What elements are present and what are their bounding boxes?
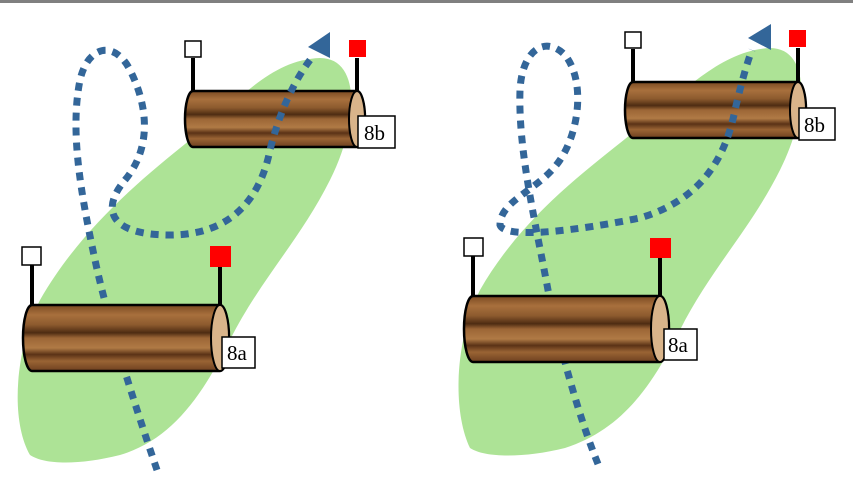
white-flag — [624, 31, 642, 49]
arrow-head-icon — [748, 24, 771, 50]
panel-left: 8b 8a — [17, 32, 396, 472]
red-flag — [789, 30, 806, 47]
panel-right: 8b 8a — [458, 24, 836, 466]
arrow-head-icon — [308, 32, 330, 58]
jump-label: 8b — [364, 121, 385, 145]
white-flag — [463, 237, 484, 257]
jump-8a: 8a — [462, 237, 698, 364]
jump-8b: 8b — [623, 30, 836, 141]
white-flag — [184, 40, 202, 58]
jump-8a: 8a — [21, 246, 256, 373]
route-path — [72, 46, 313, 472]
jump-label: 8a — [227, 341, 248, 365]
route-path — [496, 42, 756, 466]
red-flag — [210, 246, 231, 267]
red-flag — [650, 238, 671, 258]
jump-8b: 8b — [183, 40, 396, 149]
red-flag — [349, 40, 366, 57]
jump-label: 8a — [668, 333, 689, 357]
top-border — [0, 0, 853, 3]
jump-label: 8b — [804, 113, 825, 137]
white-flag — [21, 246, 42, 266]
